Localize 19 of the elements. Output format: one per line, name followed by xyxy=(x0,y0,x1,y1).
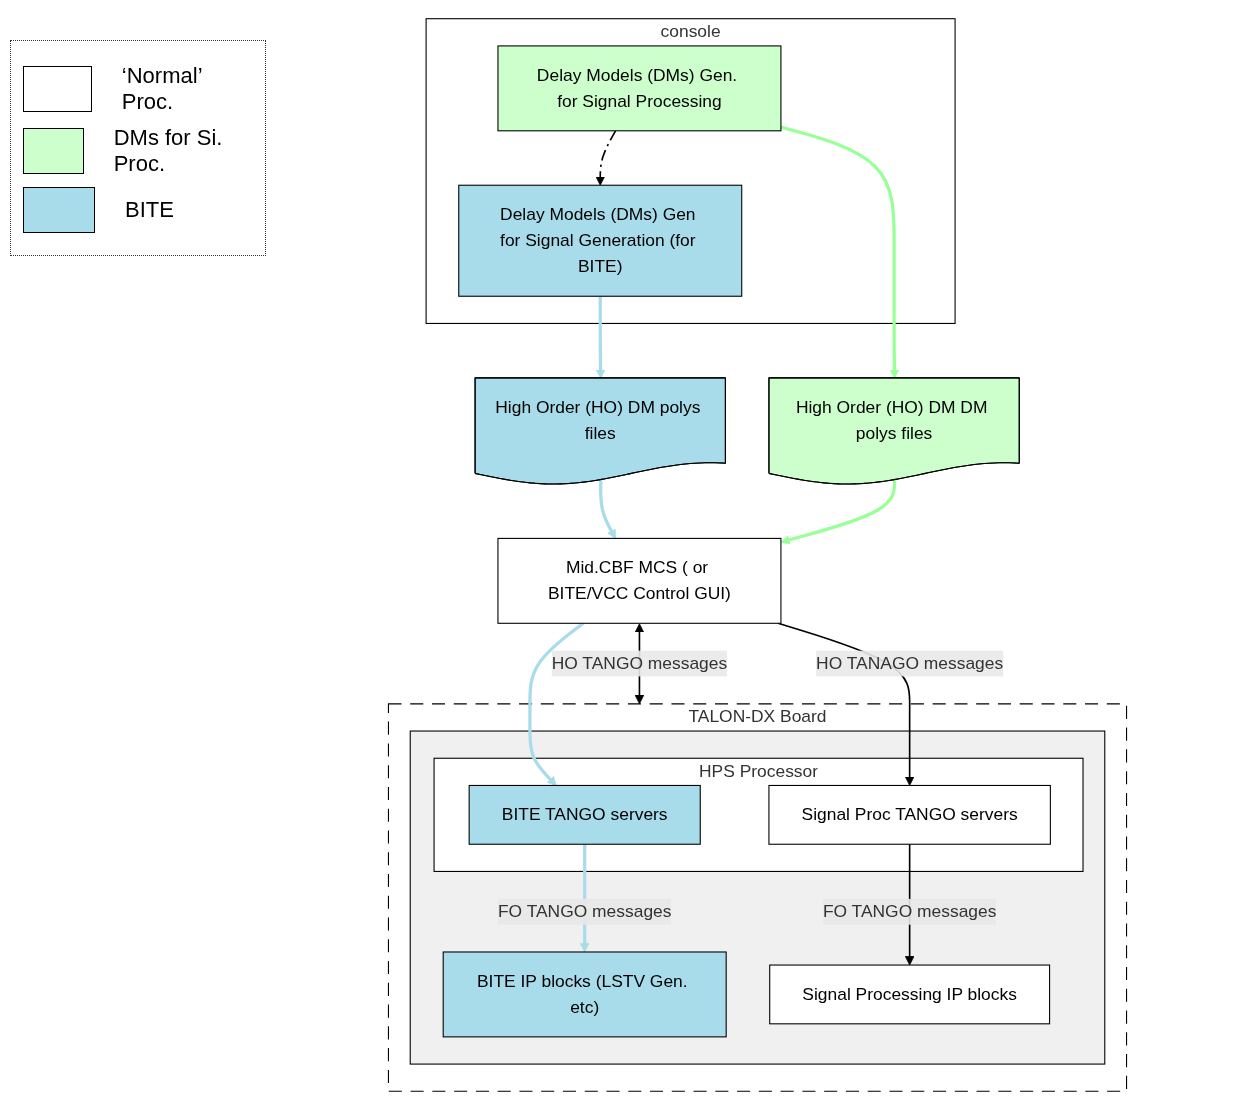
legend-text: BITE xyxy=(125,197,174,223)
node-box: Delay Models (DMs) Gen. for Signal Processing xyxy=(497,45,782,132)
arrow xyxy=(599,480,616,539)
arrow xyxy=(780,480,897,545)
cluster xyxy=(409,730,1106,1065)
legend-text: ‘Normal’ Proc. xyxy=(121,63,203,115)
arrow xyxy=(595,130,617,186)
node-box: BITE IP blocks (LSTV Gen. etc) xyxy=(442,951,727,1038)
node-box: Delay Models (DMs) Gen for Signal Generation (for BITE) xyxy=(458,184,743,297)
arrow xyxy=(528,622,585,786)
edge-label: HO TANAGO messages xyxy=(816,653,1004,673)
edge-label: FO TANGO messages xyxy=(497,901,672,921)
node-box: Mid.CBF MCS ( or BITE/VCC Control GUI) xyxy=(497,537,782,624)
edge-label: FO TANGO messages xyxy=(822,901,997,921)
node-box: BITE TANGO servers xyxy=(468,784,701,845)
node-box: Signal Processing IP blocks xyxy=(769,964,1051,1025)
node-box: Signal Proc TANGO servers xyxy=(768,784,1051,845)
edge-label: HO TANGO messages xyxy=(551,653,728,673)
legend-text: DMs for Si. Proc. xyxy=(113,125,224,177)
